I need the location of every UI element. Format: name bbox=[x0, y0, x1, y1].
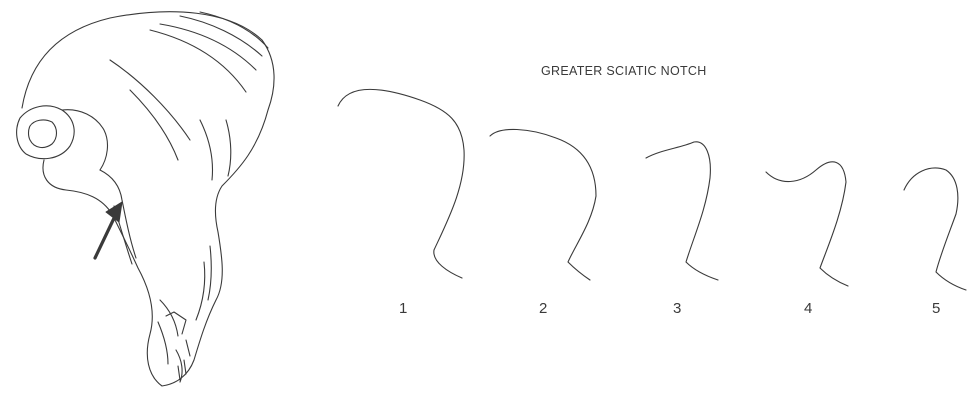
notch-outline-5 bbox=[904, 168, 966, 290]
notch-outline-3 bbox=[646, 142, 718, 280]
notch-arrow-icon bbox=[95, 202, 122, 258]
notch-outline-4 bbox=[766, 162, 848, 286]
grade-label-4: 4 bbox=[804, 300, 812, 317]
notch-outline-1 bbox=[338, 89, 464, 278]
grade-label-2: 2 bbox=[539, 300, 547, 317]
grade-label-1: 1 bbox=[399, 300, 407, 317]
figure-title: GREATER SCIATIC NOTCH bbox=[541, 64, 707, 78]
grade-label-3: 3 bbox=[673, 300, 681, 317]
hip-bone-illustration bbox=[17, 12, 274, 386]
notch-outline-2 bbox=[490, 129, 596, 280]
grade-label-5: 5 bbox=[932, 300, 940, 317]
